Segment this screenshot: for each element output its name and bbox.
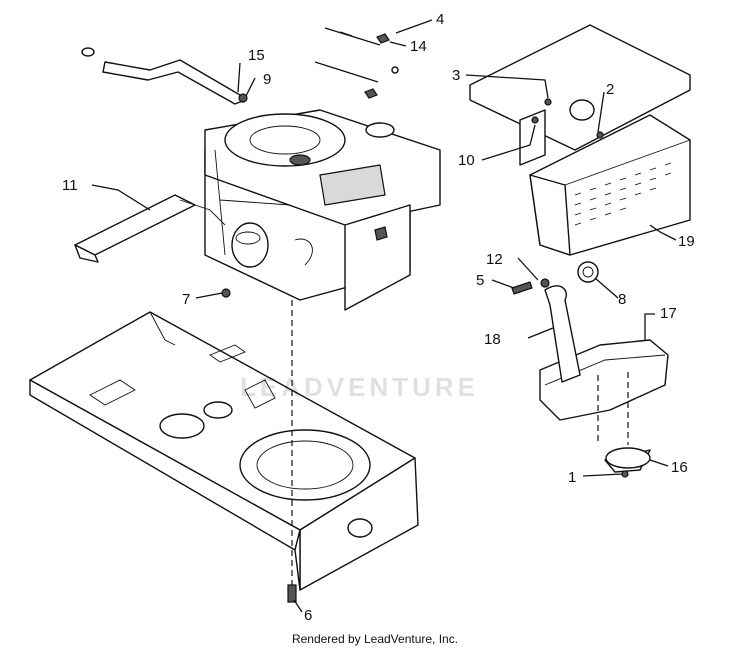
callout-12: 12 [486,251,503,268]
nut-7 [221,288,231,298]
muffler [539,261,669,473]
callout-16: 16 [671,459,688,476]
muffler-bracket [469,24,691,166]
callout-9: 9 [263,71,271,88]
muffler-guard [529,114,691,256]
chassis-frame [29,311,419,591]
callout-10: 10 [458,152,475,169]
dipstick-tube [81,47,248,105]
throttle-cables [314,27,399,99]
footer-credit: Rendered by LeadVenture, Inc. [291,632,459,646]
callout-17: 17 [660,305,677,322]
callout-3: 3 [452,67,460,84]
callout-5: 5 [476,272,484,289]
callout-18: 18 [484,331,501,348]
leader-lines [91,19,677,613]
bolt-5 [511,281,533,295]
callout-11: 11 [62,177,78,194]
callout-7: 7 [182,291,190,308]
screw-1 [621,470,629,478]
callout-19: 19 [678,233,695,250]
callout-14: 14 [410,38,427,55]
bolt-6 [287,584,297,603]
callout-4: 4 [436,11,444,28]
air-guide [74,194,226,263]
callout-15: 15 [248,47,265,64]
callout-labels: 15 9 4 14 3 2 10 11 7 12 5 8 18 17 19 16… [62,11,695,624]
watermark: LEADVENTURE [240,372,480,402]
callout-8: 8 [618,291,626,308]
callout-1: 1 [568,469,576,486]
callout-6: 6 [304,607,312,624]
callout-2: 2 [606,81,614,98]
assembly-lines [291,300,629,585]
engine [204,109,441,311]
